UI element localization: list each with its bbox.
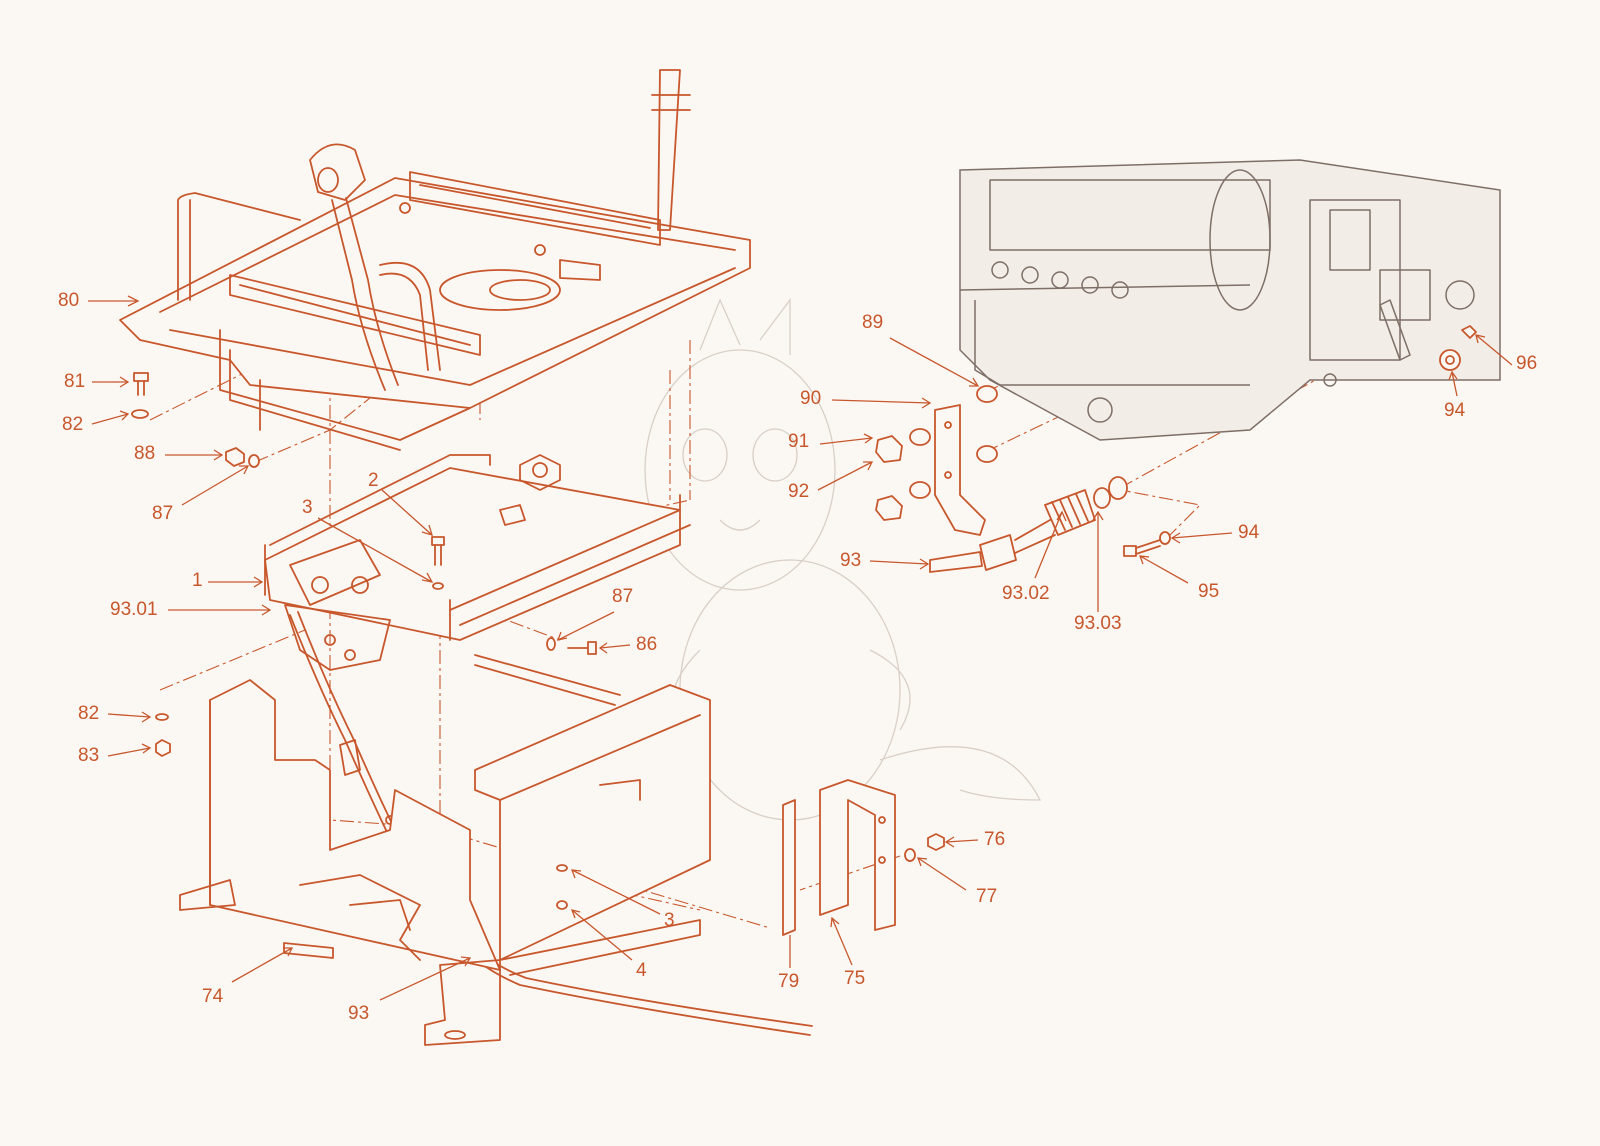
bolt-86: [567, 641, 597, 655]
callout-90: 90: [800, 388, 821, 409]
callout-89: 89: [862, 312, 883, 333]
part-90-throttle-bracket: [934, 404, 986, 536]
washer-89b: [976, 445, 998, 463]
bolt-81: [133, 372, 149, 396]
callout-74: 74: [202, 986, 224, 1007]
callout-76: 76: [984, 829, 1005, 850]
callout-93.03: 93.03: [1074, 613, 1122, 634]
callout-92: 92: [788, 481, 809, 502]
nut-76: [927, 833, 945, 851]
callout-87a: 87: [152, 503, 173, 524]
callout-79: 79: [778, 971, 799, 992]
callout-95: 95: [1198, 581, 1219, 602]
callout-1: 1: [192, 570, 203, 591]
washer-3b: [556, 864, 568, 872]
engine-block: [959, 159, 1501, 441]
callout-88: 88: [134, 443, 155, 464]
washer-77: [904, 848, 916, 862]
callout-81: 81: [64, 371, 85, 392]
washer-82b: [155, 713, 169, 721]
callout-91: 91: [788, 431, 809, 452]
callout-96: 96: [1516, 353, 1537, 374]
callout-2: 2: [368, 470, 379, 491]
callout-83: 83: [78, 745, 99, 766]
callout-94b: 94: [1444, 400, 1466, 421]
callout-82b: 82: [78, 703, 99, 724]
callout-87b: 87: [612, 586, 633, 607]
leader-lines: [88, 295, 1513, 1001]
callout-86: 86: [636, 634, 657, 655]
washer-94a: [1159, 531, 1171, 545]
callout-3b: 3: [664, 910, 675, 931]
bolt-95: [1123, 539, 1161, 557]
part-side-cover: [424, 654, 711, 1046]
nut-4: [556, 900, 568, 910]
fitting-94b: [1439, 349, 1461, 371]
nut-83: [155, 739, 171, 757]
washer-87b: [546, 637, 556, 651]
bolt-2: [431, 536, 445, 566]
pin-74: [283, 942, 334, 959]
callout-94a: 94: [1238, 522, 1260, 543]
callout-80: 80: [58, 290, 79, 311]
callout-4: 4: [636, 960, 647, 981]
callout-labels: 80 81 82 88 87 2 3 1 93.01 87 86 82 83 3 4 74 93 79 75 76 77…: [58, 290, 1537, 1024]
callout-77: 77: [976, 886, 997, 907]
callout-75: 75: [844, 968, 865, 989]
callout-93a: 93: [348, 1003, 369, 1024]
callout-93b: 93: [840, 550, 861, 571]
bolt-92: [875, 435, 903, 463]
part-1-seat-base-bracket: [264, 454, 691, 671]
washer-91b: [909, 481, 931, 499]
washer-3: [432, 582, 444, 590]
washer-87: [248, 454, 260, 468]
cable-93-throttle-end: [929, 476, 1128, 573]
part-79-plate: [782, 799, 796, 936]
washer-89: [976, 385, 998, 403]
nut-88: [225, 447, 245, 467]
part-80-seat-frame: [119, 171, 751, 451]
part-75-bracket: [819, 779, 896, 931]
washer-91: [909, 428, 931, 446]
bolt-92b: [875, 495, 903, 521]
washer-82: [131, 409, 149, 419]
part-base-cover: [179, 679, 501, 971]
callout-93.02: 93.02: [1002, 583, 1050, 604]
callout-3a: 3: [302, 497, 313, 518]
callout-82a: 82: [62, 414, 83, 435]
nut-96: [1461, 325, 1477, 339]
seat-adjust-lever: [309, 69, 691, 391]
callout-93.01: 93.01: [110, 599, 158, 620]
